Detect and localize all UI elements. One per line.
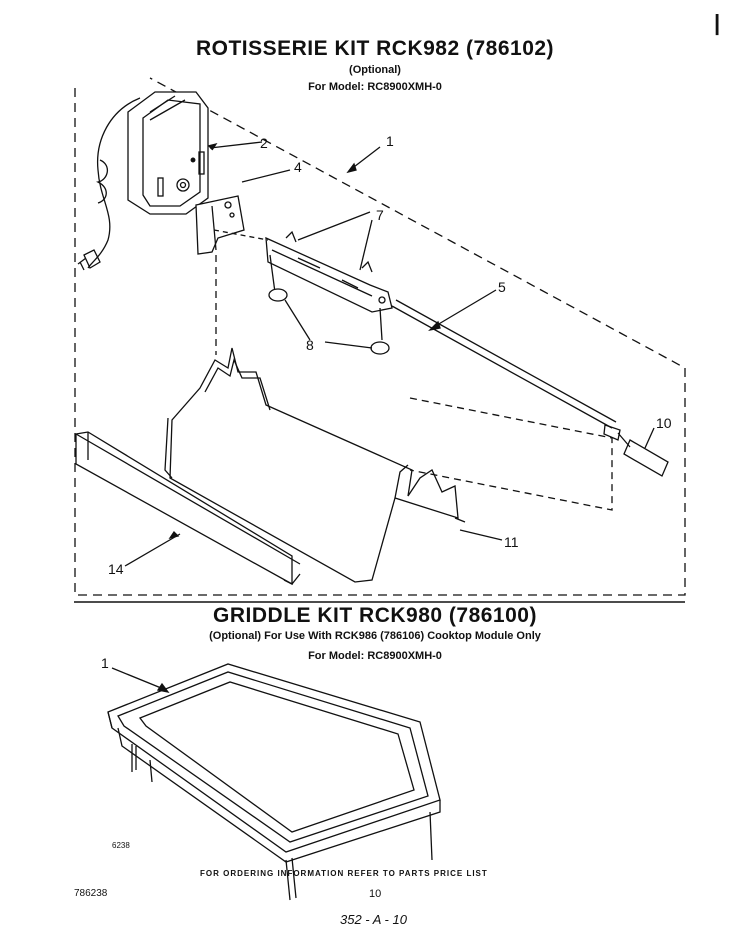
griddle-plate (107, 663, 441, 901)
screw-left (268, 288, 288, 302)
rotisserie-model: For Model: RC8900XMH-0 (308, 81, 442, 93)
griddle-optional-line: (Optional) For Use With RCK986 (786106) … (209, 630, 541, 642)
page-number: 10 (369, 888, 381, 900)
rotisserie-title: ROTISSERIE KIT RCK982 (786102) (195, 37, 555, 60)
screw-right (370, 341, 390, 355)
kit-boundary-dashed (74, 77, 686, 596)
callout-8: 8 (306, 337, 314, 353)
rotisserie-motor (127, 91, 209, 215)
callout-7: 7 (376, 207, 384, 223)
callout-1-griddle: 1 (101, 655, 109, 671)
drip-pan (75, 431, 301, 586)
spit-rod (391, 299, 617, 429)
spit-handle (603, 424, 669, 477)
griddle-title: GRIDDLE KIT RCK980 (786100) (213, 604, 537, 627)
rotisserie-optional: (Optional) (349, 64, 401, 76)
corner-mark: | (714, 10, 721, 35)
document-number: 786238 (74, 888, 108, 899)
callout-4: 4 (294, 159, 302, 175)
ordering-note: FOR ORDERING INFORMATION REFER TO PARTS … (200, 869, 488, 878)
motor-bracket (195, 195, 245, 255)
callout-5: 5 (498, 279, 506, 295)
callout-2: 2 (260, 135, 268, 151)
rotisserie-rack (164, 347, 466, 583)
drawing-code: 6238 (112, 841, 130, 850)
callout-14: 14 (108, 561, 124, 577)
griddle-model: For Model: RC8900XMH-0 (308, 650, 442, 662)
callout-11: 11 (504, 534, 519, 550)
callout-10: 10 (656, 415, 672, 431)
handwritten-note: 352 - A - 10 (340, 912, 408, 927)
spit-fork (265, 230, 393, 341)
callout-1-top: 1 (386, 133, 394, 149)
